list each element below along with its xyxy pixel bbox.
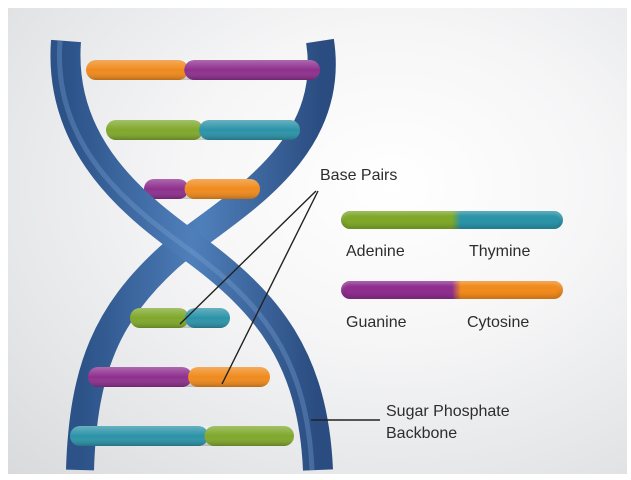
rung-thymine-adenine xyxy=(70,426,294,446)
legend-bar-adenine-thymine xyxy=(341,211,563,229)
backbone-label-line-1: Sugar Phosphate xyxy=(386,402,510,422)
rung-shading xyxy=(86,60,320,80)
legend-bar-guanine-cytosine xyxy=(341,281,563,299)
dna-illustration xyxy=(8,8,627,474)
rung-shading xyxy=(106,120,300,140)
backbone-label-line-2: Backbone xyxy=(386,424,457,444)
rung-guanine-cytosine xyxy=(88,367,270,387)
rung-shading xyxy=(88,367,270,387)
dna-diagram: Base Pairs Adenine Thymine Guanine Cytos… xyxy=(8,8,627,474)
base-pairs-label: Base Pairs xyxy=(320,166,397,186)
rung-shading xyxy=(130,308,230,328)
legend-label-cytosine: Cytosine xyxy=(467,313,529,333)
rung-shading xyxy=(144,179,260,199)
backbone-strand-front xyxy=(65,41,318,470)
rung-shading xyxy=(70,426,294,446)
rung-cytosine-guanine xyxy=(86,60,320,80)
legend-label-thymine: Thymine xyxy=(469,242,530,262)
rung-adenine-thymine xyxy=(130,308,230,328)
rung-guanine-cytosine xyxy=(144,179,260,199)
rung-adenine-thymine xyxy=(106,120,300,140)
legend-label-adenine: Adenine xyxy=(346,242,405,262)
legend-label-guanine: Guanine xyxy=(346,313,407,333)
